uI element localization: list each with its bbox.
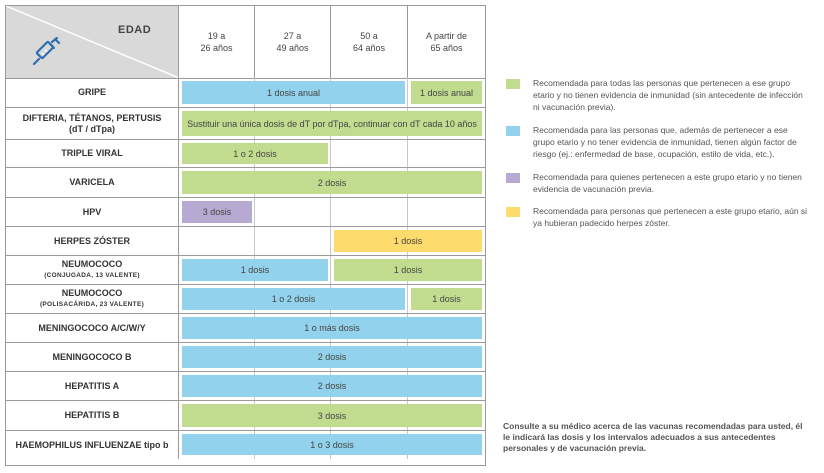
vaccine-row: NEUMOCOCO (CONJUGADA, 13 VALENTE) 1 dosis 1… bbox=[6, 256, 485, 285]
dose-bar-green: 1 dosis bbox=[411, 288, 482, 310]
vaccine-subtype: (POLISACÁRIDA, 23 VALENTE) bbox=[39, 301, 145, 308]
legend-swatch-yellow bbox=[506, 207, 520, 217]
vaccine-name-text: DIFTERIA, TÉTANOS, PERTUSIS bbox=[22, 112, 162, 123]
vaccine-name: HPV bbox=[6, 198, 179, 226]
vaccine-name: HEPATITIS B bbox=[6, 401, 179, 430]
dose-bar-blue: 1 dosis bbox=[182, 259, 328, 281]
legend-text: Recomendada para personas que pertenecen… bbox=[533, 206, 808, 228]
vaccine-name-text: GRIPE bbox=[77, 87, 106, 97]
vaccine-name-text: HEPATITIS A bbox=[64, 380, 120, 391]
vaccine-row: VARICELA 2 dosis bbox=[6, 168, 485, 198]
corner-diagonal-line bbox=[6, 6, 178, 78]
grid-cell bbox=[255, 227, 331, 255]
vaccine-row: HEPATITIS B 3 dosis bbox=[6, 401, 485, 431]
vaccine-name: MENINGOCOCO B bbox=[6, 343, 179, 371]
vaccine-row: HEPATITIS A 2 dosis bbox=[6, 372, 485, 401]
grid-cell bbox=[255, 256, 331, 284]
grid-cell bbox=[255, 198, 331, 226]
legend-text: Recomendada para las personas que, ademá… bbox=[533, 125, 797, 159]
grid-cell bbox=[331, 198, 408, 226]
vaccine-name-text: HPV bbox=[82, 206, 102, 217]
dose-bar-blue: 1 dosis anual bbox=[182, 81, 405, 104]
vaccine-name: HAEMOPHILUS INFLUENZAE tipo b bbox=[6, 431, 179, 459]
grid-cell bbox=[255, 140, 331, 167]
grid-cell bbox=[179, 227, 255, 255]
grid-cell bbox=[331, 140, 408, 167]
vaccine-name: NEUMOCOCO (POLISACÁRIDA, 23 VALENTE) bbox=[6, 285, 179, 313]
vaccine-name-text: HEPATITIS B bbox=[64, 410, 120, 420]
legend-swatch-green bbox=[506, 79, 520, 89]
vaccine-row: DIFTERIA, TÉTANOS, PERTUSIS(dT / dTpa)Su… bbox=[6, 108, 485, 140]
age-group-header: 50 a 64 años bbox=[331, 6, 408, 78]
dose-bar-blue: 1 o 3 dosis bbox=[182, 434, 482, 455]
vaccine-name: HEPATITIS A bbox=[6, 372, 179, 400]
edad-label: EDAD bbox=[118, 24, 152, 36]
vaccine-name-text: MENINGOCOCO B bbox=[52, 351, 132, 362]
age-corner-cell: EDAD bbox=[6, 6, 179, 78]
vaccine-row: MENINGOCOCO B 2 dosis bbox=[6, 343, 485, 372]
dose-bar-purple: 3 dosis bbox=[182, 201, 252, 223]
grid-cell bbox=[179, 198, 255, 226]
vaccine-name-text: VARICELA bbox=[69, 177, 115, 187]
vaccine-name-text: TRIPLE VIRAL bbox=[61, 148, 123, 158]
vaccine-name: NEUMOCOCO (CONJUGADA, 13 VALENTE) bbox=[6, 256, 179, 284]
vaccine-row: HPV 3 dosis bbox=[6, 198, 485, 227]
vaccine-name-text: HAEMOPHILUS INFLUENZAE tipo b bbox=[15, 439, 169, 450]
consult-note: Consulte a su médico acerca de las vacun… bbox=[503, 421, 803, 453]
dose-bar-blue: 1 o más dosis bbox=[182, 317, 482, 339]
dose-bar-green: 2 dosis bbox=[182, 171, 482, 194]
syringe-icon bbox=[32, 36, 61, 66]
legend-text: Recomendada para quienes pertenecen a es… bbox=[533, 172, 802, 194]
dose-bar-green: 1 dosis anual bbox=[411, 81, 482, 104]
vaccine-name: DIFTERIA, TÉTANOS, PERTUSIS(dT / dTpa) bbox=[6, 108, 179, 139]
vaccine-subtype: (CONJUGADA, 13 VALENTE) bbox=[44, 272, 140, 279]
dose-bar-green: 1 dosis bbox=[334, 259, 482, 281]
dose-bar-green: 3 dosis bbox=[182, 404, 482, 427]
vaccine-name: TRIPLE VIRAL bbox=[6, 140, 179, 167]
dose-bar-blue: 2 dosis bbox=[182, 375, 482, 397]
vaccine-name-text: NEUMOCOCO bbox=[61, 288, 123, 298]
dose-bar-green: Sustituir una única dosis de dT por dTpa… bbox=[182, 111, 482, 136]
age-group-header: A partir de 65 años bbox=[425, 31, 468, 53]
vaccine-name: MENINGOCOCO A/C/W/Y bbox=[6, 314, 179, 342]
vaccine-name-text: NEUMOCOCO bbox=[61, 259, 123, 269]
vaccine-row: HERPES ZÓSTER 1 dosis bbox=[6, 227, 485, 256]
legend-text: Recomendada para todas las personas que … bbox=[533, 78, 803, 112]
vaccine-row: HAEMOPHILUS INFLUENZAE tipo b 1 o 3 dosis bbox=[6, 431, 485, 459]
legend-swatch-purple bbox=[506, 173, 520, 183]
vaccine-row: TRIPLE VIRAL 1 o 2 dosis bbox=[6, 140, 485, 168]
vaccine-name-text: HERPES ZÓSTER bbox=[53, 235, 130, 246]
dose-bar-blue: 2 dosis bbox=[182, 346, 482, 368]
vaccine-name: HERPES ZÓSTER bbox=[6, 227, 179, 255]
dose-bar-blue: 1 o 2 dosis bbox=[182, 288, 405, 310]
vaccine-name: VARICELA bbox=[6, 168, 179, 197]
vaccine-name-line2: (dT / dTpa) bbox=[69, 123, 115, 134]
grid-cell bbox=[331, 285, 408, 313]
vaccine-name: GRIPE bbox=[6, 78, 179, 107]
vaccine-row: NEUMOCOCO (POLISACÁRIDA, 23 VALENTE) 1 o 2… bbox=[6, 285, 485, 314]
vaccine-row: MENINGOCOCO A/C/W/Y 1 o más dosis bbox=[6, 314, 485, 343]
vaccine-name-text: MENINGOCOCO A/C/W/Y bbox=[38, 322, 146, 333]
dose-bar-green: 1 o 2 dosis bbox=[182, 143, 328, 164]
dose-bar-yellow: 1 dosis bbox=[334, 230, 482, 252]
vaccine-row: GRIPE 1 dosis anual 1 dosis anual bbox=[6, 78, 485, 108]
legend-swatch-blue bbox=[506, 126, 520, 136]
age-group-header: 19 a 26 años bbox=[179, 6, 255, 78]
grid-cell bbox=[331, 78, 408, 107]
age-group-header: 27 a 49 años bbox=[255, 6, 331, 78]
